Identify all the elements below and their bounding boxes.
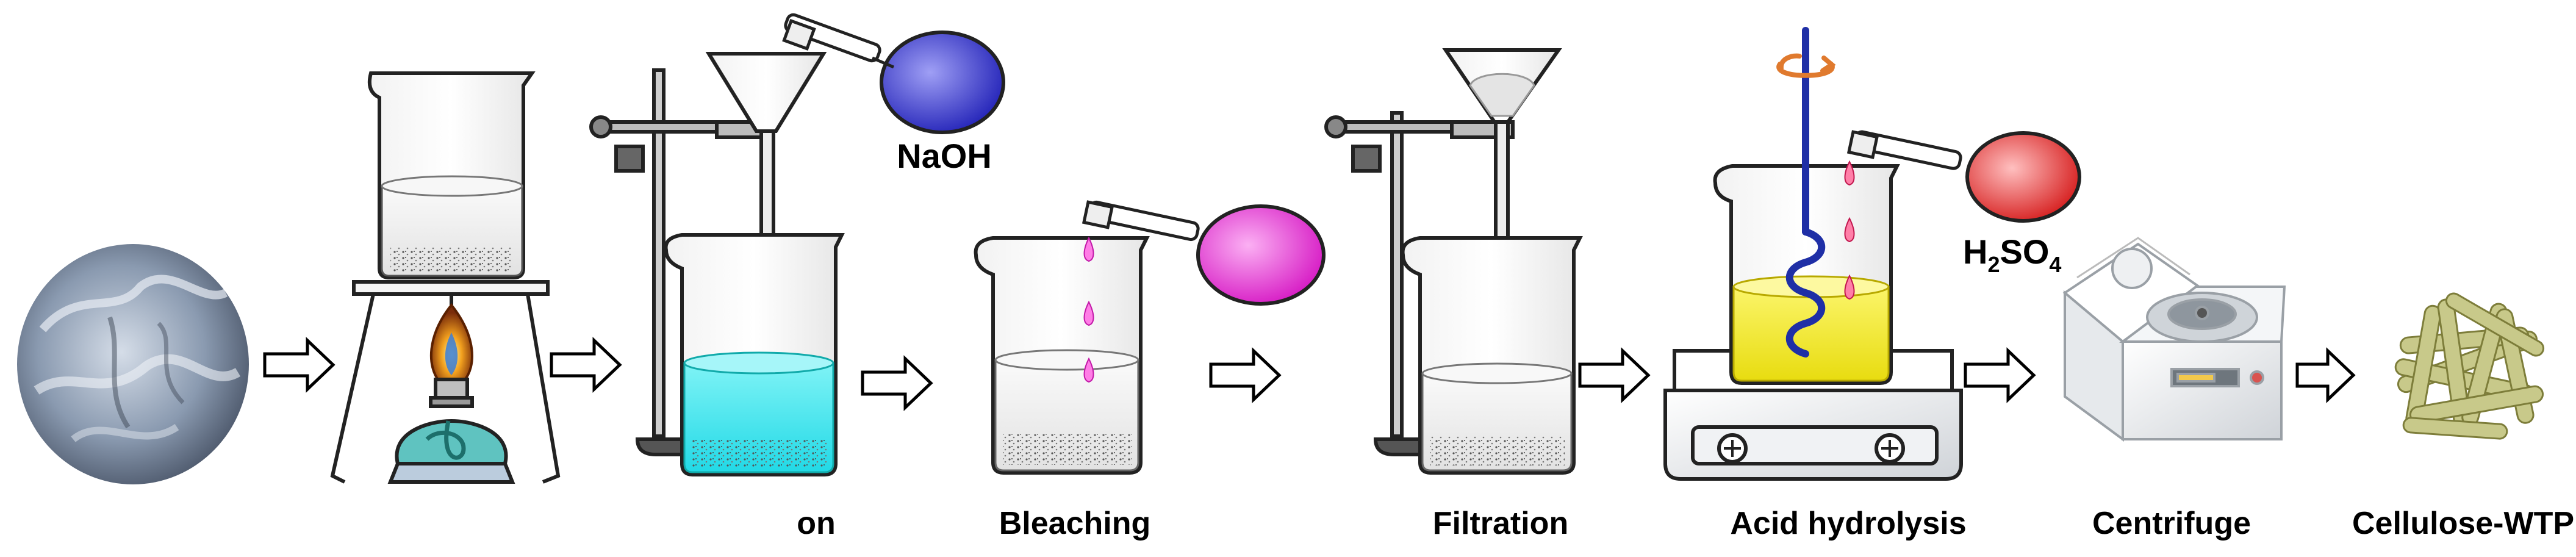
flow-arrow-3	[861, 355, 933, 411]
raw-material-image	[17, 244, 249, 484]
step-label-filtration: Filtration	[1432, 506, 1569, 541]
step-label-bleaching: Bleaching	[999, 506, 1151, 541]
h2so4-part-h: H	[1963, 232, 1987, 271]
cellulose-fibers	[2394, 292, 2545, 440]
flow-arrow-4	[1209, 347, 1282, 403]
flow-arrow-5	[1578, 347, 1651, 403]
naoh-treatment-setup: NaOH	[589, 13, 1005, 476]
bleach-drops	[1083, 236, 1094, 383]
flow-arrow-2	[550, 337, 622, 393]
ring-stand	[589, 68, 773, 456]
filtration-beaker	[1401, 236, 1583, 475]
h2so4-sub-4: 4	[2049, 252, 2061, 277]
h2so4-part-so: SO	[2000, 232, 2049, 271]
bleach-flask	[1082, 200, 1326, 306]
naoh-beaker	[664, 233, 845, 476]
flow-arrow-7	[2295, 347, 2356, 403]
step-label-centrifuge: Centrifuge	[2092, 506, 2251, 541]
acid-flask	[1846, 130, 2081, 223]
step-label-cellulose-wtp: Cellulose-WTP	[2352, 506, 2575, 541]
filtration-funnel	[1442, 48, 1562, 252]
h2so4-sub-2: 2	[1987, 252, 2000, 277]
filtration-ring-stand	[1324, 111, 1515, 456]
acid-drops	[1844, 160, 1855, 300]
bleaching-setup	[974, 200, 1326, 475]
acid-beaker	[1713, 164, 1900, 385]
filtration-setup	[1324, 48, 1583, 475]
flow-arrow-1	[263, 337, 335, 393]
stirring-rod	[1785, 27, 1826, 358]
heating-beaker	[367, 71, 536, 279]
filter-funnel	[705, 52, 827, 255]
flow-arrow-6	[1964, 347, 2036, 403]
naoh-flask	[782, 13, 1005, 134]
flow-arrows	[263, 337, 2356, 411]
step-label-naoh-treatment: on	[797, 506, 836, 541]
naoh-label: NaOH	[897, 137, 992, 175]
step-label-acid-hydrolysis: Acid hydrolysis	[1730, 506, 1967, 541]
h2so4-label: H2SO4	[1963, 232, 2061, 277]
alcohol-burner	[387, 378, 515, 484]
bleaching-beaker	[974, 236, 1150, 475]
heating-setup	[330, 71, 561, 484]
acid-hydrolysis-setup: H2SO4	[1663, 27, 2081, 481]
tripod-stand	[330, 280, 561, 484]
centrifuge-device	[2062, 237, 2286, 442]
